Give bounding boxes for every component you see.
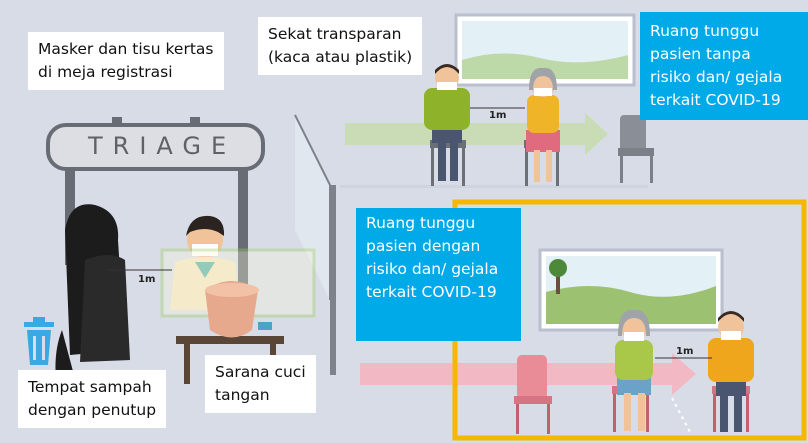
mask-tissue-label: Masker dan tisu kertas di meja registras… <box>28 32 224 90</box>
dotted-guide <box>671 397 691 433</box>
trash-label: Tempat sampah dengan penutup <box>18 370 167 428</box>
distance-label-bottom: 1m <box>676 346 694 357</box>
waiting-woman-top <box>524 67 560 186</box>
distance-label-top: 1m <box>489 110 507 121</box>
empty-chair-top <box>618 115 654 183</box>
triage-sign: TRIAGE <box>88 132 237 160</box>
registration-visitor <box>55 204 130 405</box>
bottom-flow-arrow <box>360 353 696 395</box>
waiting-man-bottom <box>708 311 754 432</box>
transparent-partition <box>294 114 336 375</box>
no-risk-room-label: Ruang tunggu pasien tanpa risiko dan/ ge… <box>640 12 808 120</box>
handwash-station <box>176 281 284 384</box>
trash-bin-icon <box>24 317 54 365</box>
top-flow-arrow <box>345 113 608 155</box>
handwash-label: Sarana cuci tangan <box>205 355 316 413</box>
floor-line <box>340 185 648 188</box>
risk-room-label: Ruang tunggu pasien dengan risiko dan/ g… <box>356 208 521 341</box>
waiting-man-top <box>424 64 470 186</box>
waiting-woman-bottom <box>612 309 653 432</box>
pink-chair-left <box>514 355 552 434</box>
distance-label-registration: 1m <box>138 274 156 285</box>
partition-label: Sekat transparan (kaca atau plastik) <box>258 17 423 75</box>
